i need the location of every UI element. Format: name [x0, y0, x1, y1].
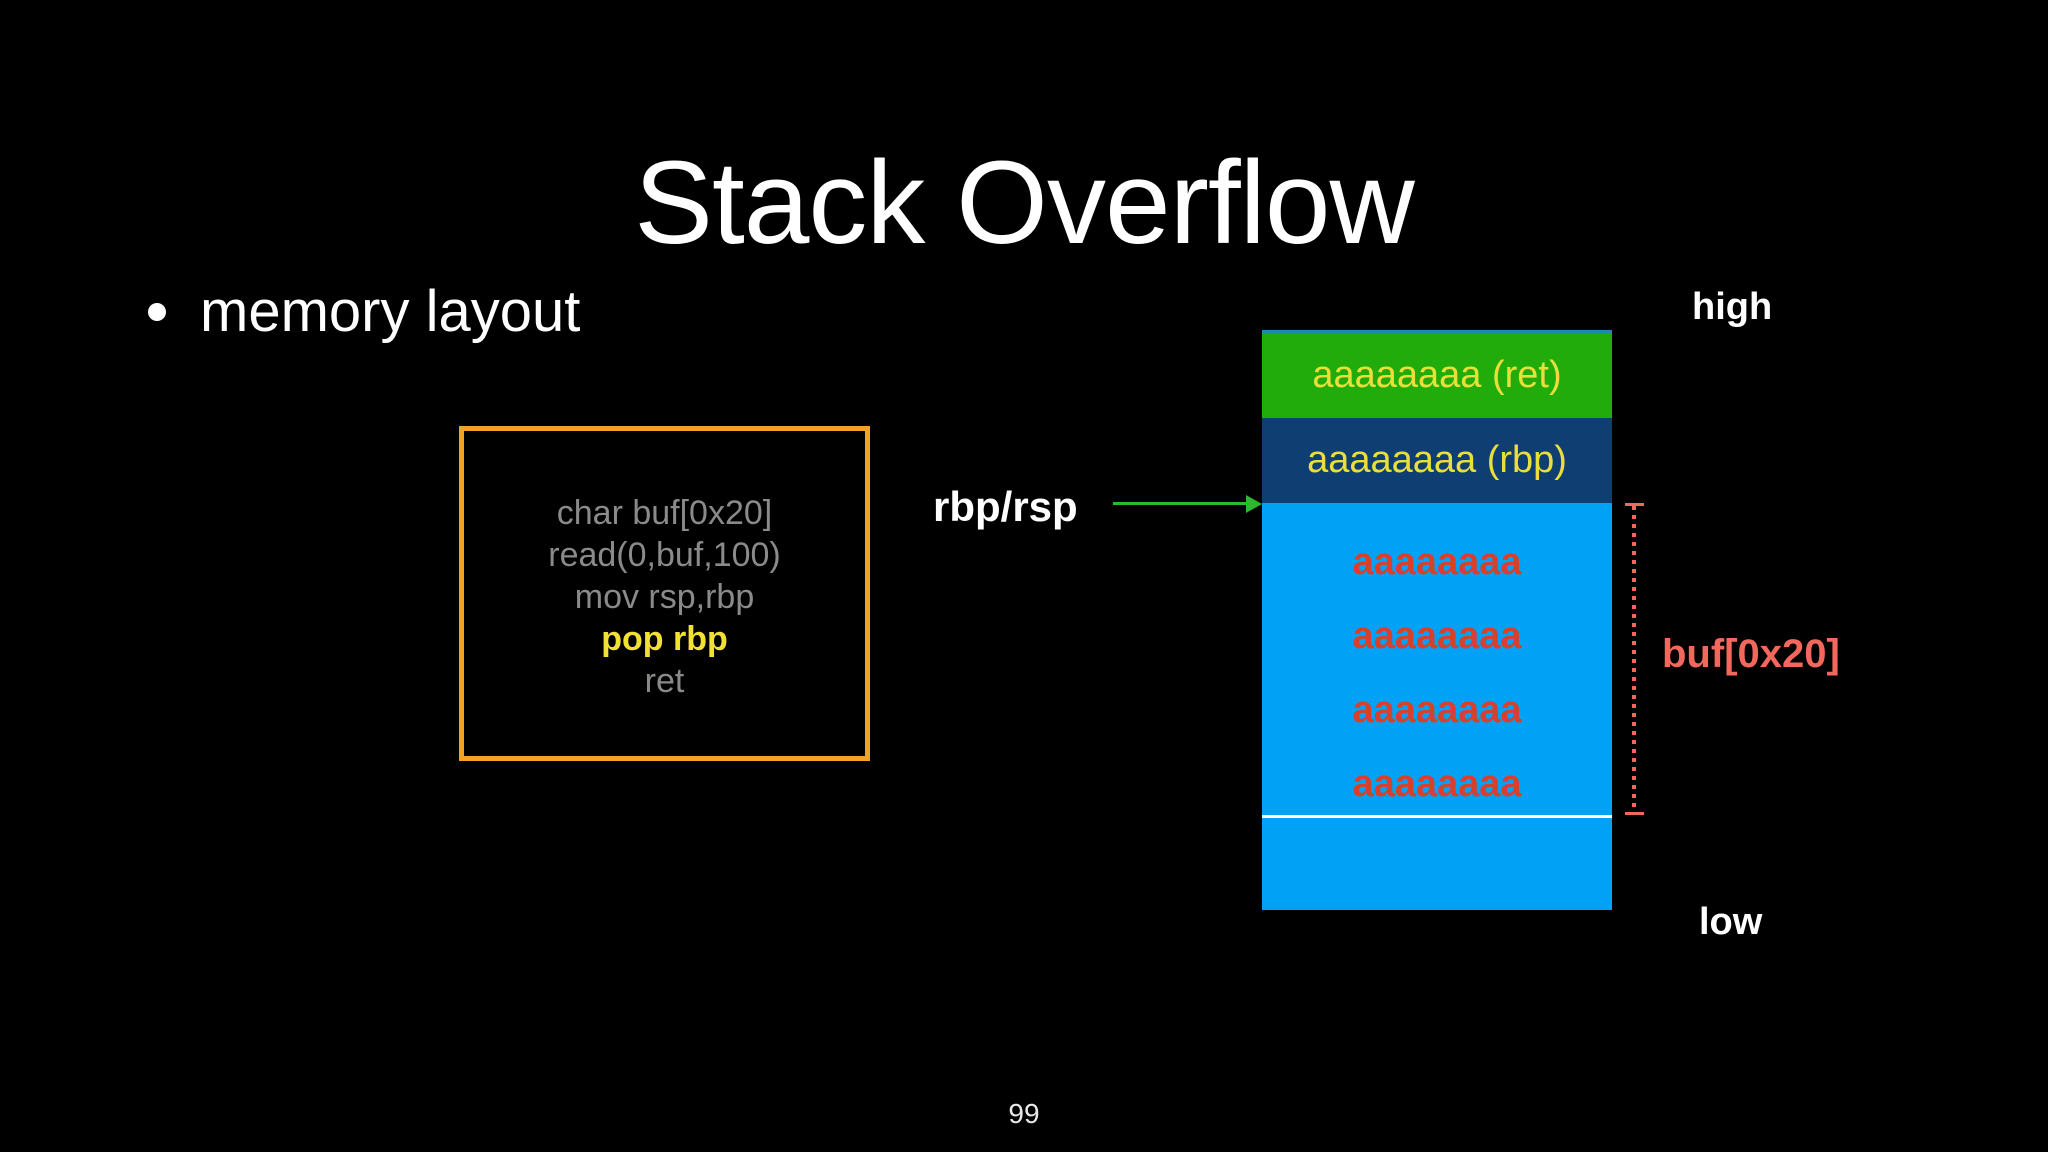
code-line-char-buf: char buf[0x20]	[556, 494, 773, 532]
bracket-bottom-tick	[1625, 812, 1644, 815]
buffer-value-row: aaaaaaaa	[1352, 763, 1522, 805]
buf-size-bracket	[1625, 503, 1644, 815]
code-box: char buf[0x20] read(0,buf,100) mov rsp,r…	[459, 426, 870, 761]
bullet-label: memory layout	[200, 279, 581, 344]
stack-row-rbp: aaaaaaaa (rbp)	[1262, 418, 1612, 503]
code-line-ret: ret	[644, 662, 685, 700]
page-title: Stack Overflow	[634, 137, 1414, 270]
buf-size-label: buf[0x20]	[1662, 632, 1840, 676]
rbp-rsp-label: rbp/rsp	[933, 483, 1078, 530]
stack-buffer: aaaaaaaa aaaaaaaa aaaaaaaa aaaaaaaa	[1262, 503, 1612, 815]
buffer-value-row: aaaaaaaa	[1352, 615, 1522, 657]
low-address-label: low	[1699, 901, 1763, 943]
code-line-read: read(0,buf,100)	[548, 536, 781, 574]
code-line-mov: mov rsp,rbp	[574, 578, 755, 616]
stack-separator-line	[1262, 815, 1612, 818]
buffer-value-row: aaaaaaaa	[1352, 689, 1522, 731]
arrow-head-icon	[1246, 494, 1262, 513]
bracket-top-tick	[1625, 503, 1644, 506]
high-address-label: high	[1692, 286, 1773, 328]
buffer-value-row: aaaaaaaa	[1352, 541, 1522, 583]
page-number: 99	[1008, 1098, 1040, 1129]
stack-row-ret: aaaaaaaa (ret)	[1262, 333, 1612, 418]
bracket-dotted-line	[1632, 506, 1636, 812]
rbp-rsp-arrow	[1113, 502, 1248, 505]
stack-top-edge	[1262, 330, 1612, 333]
code-line-pop-rbp: pop rbp	[601, 620, 728, 658]
bullet-item: memory layout	[148, 278, 580, 345]
bullet-icon	[148, 302, 166, 321]
code-lines: char buf[0x20] read(0,buf,100) mov rsp,r…	[464, 431, 865, 702]
stack-row-empty	[1262, 818, 1612, 910]
stack-diagram: aaaaaaaa (ret) aaaaaaaa (rbp) aaaaaaaa a…	[1262, 330, 1612, 910]
